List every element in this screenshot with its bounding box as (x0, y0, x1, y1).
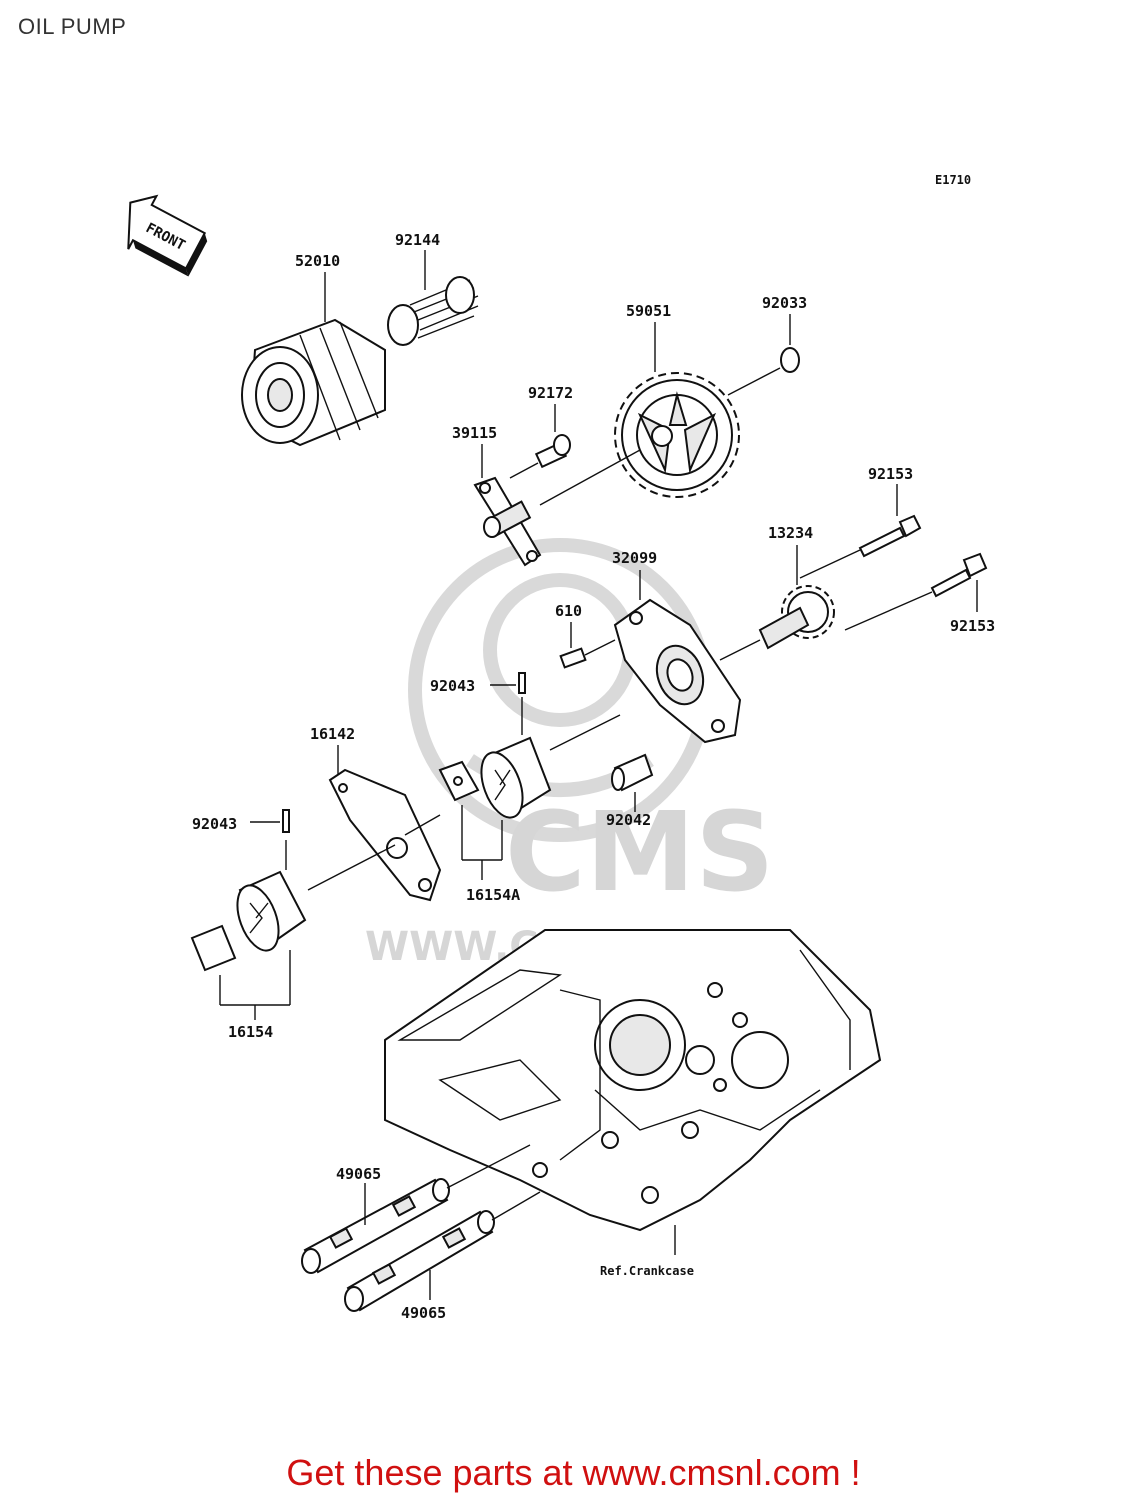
circlip-part (727, 347, 800, 396)
label-59051: 59051 (626, 302, 671, 320)
label-92043-upper: 92043 (430, 677, 475, 695)
label-16154: 16154 (228, 1023, 273, 1041)
watermark-brand: CMS (505, 788, 774, 916)
label-39115: 39115 (452, 424, 497, 442)
oil-pump-gear-part (614, 372, 740, 498)
label-92043-lower: 92043 (192, 815, 237, 833)
label-92153-lower: 92153 (950, 617, 995, 635)
label-610: 610 (555, 602, 582, 620)
bushing-92042-part (611, 753, 654, 792)
spring-part (387, 276, 479, 346)
label-13234: 13234 (768, 524, 813, 542)
rotor-set-16154-part (190, 844, 396, 972)
inner-rotor-16154a-part (404, 760, 480, 836)
bolt-92153-lower-part (844, 552, 988, 631)
outer-rotor-part (480, 736, 552, 819)
front-arrow-icon: FRONT (127, 194, 208, 277)
cta-link[interactable]: Get these parts at www.cmsnl.com ! (286, 1452, 861, 1493)
label-16154A: 16154A (466, 886, 520, 904)
pin-92043-upper-part (518, 672, 526, 735)
label-92144: 92144 (395, 231, 440, 249)
label-49065-lower: 49065 (401, 1304, 446, 1322)
bolt-92153-upper-part (799, 514, 922, 579)
page-title: OIL PUMP (18, 14, 127, 39)
label-92042: 92042 (606, 811, 651, 829)
label-ref-crankcase: Ref.Crankcase (600, 1264, 694, 1278)
pin-92043-lower-part (282, 809, 290, 870)
oil-filter-part (241, 318, 386, 447)
label-52010: 52010 (295, 252, 340, 270)
label-16142: 16142 (310, 725, 355, 743)
shaft-plate-part (473, 476, 542, 567)
label-49065-upper: 49065 (336, 1165, 381, 1183)
screw-92172-part (509, 434, 571, 479)
dowel-pin-610-part (559, 639, 616, 669)
label-92153-upper: 92153 (868, 465, 913, 483)
crankcase-part (384, 929, 882, 1232)
pump-gear-13234-part (719, 585, 835, 661)
label-92172: 92172 (528, 384, 573, 402)
pipe-49065-lower-part (344, 1191, 541, 1312)
oil-pump-body-part (613, 598, 742, 744)
label-32099: 32099 (612, 549, 657, 567)
pump-cover-plate-part (328, 768, 442, 902)
label-92033: 92033 (762, 294, 807, 312)
pipe-49065-upper-part (301, 1144, 531, 1274)
diagram-code: E1710 (935, 173, 971, 187)
